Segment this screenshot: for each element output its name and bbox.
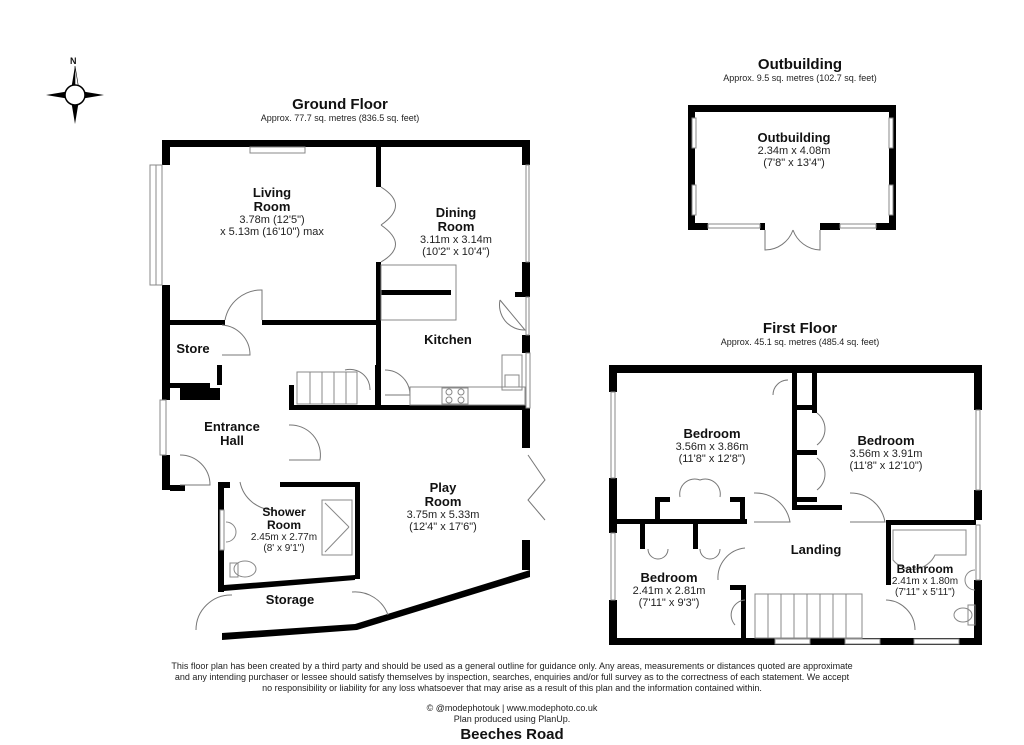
room-bathroom: Bathroom 2.41m x 1.80m (7'11" x 5'11") [891,562,959,599]
outbuilding-doors [764,229,821,251]
ground-floor-windows [149,146,531,551]
first-floor-stairs [754,593,863,639]
first-floor-doors [647,379,916,631]
room-outbuilding: Outbuilding 2.34m x 4.08m (7'8" x 13'4") [757,130,831,170]
room-landing: Landing [790,542,842,557]
outbuilding-header: Outbuilding Approx. 9.5 sq. metres (102.… [680,56,920,84]
compass-north-label: N [70,56,77,66]
room-storage: Storage [265,592,315,607]
room-shower-room: Shower Room 2.45m x 2.77m (8' x 9'1") [250,505,318,555]
credit-block: © @modephotouk | www.modephoto.co.uk Pla… [380,703,644,725]
property-address: Beeches Road [460,726,564,743]
room-bedroom-3: Bedroom 2.41m x 2.81m (7'11" x 9'3") [632,570,706,610]
room-bedroom-2: Bedroom 3.56m x 3.91m (11'8" x 12'10") [849,433,923,473]
room-living-room: Living Room 3.78m (12'5") x 5.13m (16'10… [220,185,324,239]
first-floor-title: First Floor [762,320,838,337]
north-compass-icon [46,65,104,124]
outbuilding-title: Outbuilding [757,56,843,73]
disclaimer-text: This floor plan has been created by a th… [171,661,853,693]
credit-line-2: Plan produced using PlanUp. [453,714,571,724]
outbuilding-area: Approx. 9.5 sq. metres (102.7 sq. feet) [723,73,877,83]
room-kitchen: Kitchen [424,332,472,347]
first-floor-windows [610,391,981,645]
room-dining-room: Dining Room 3.11m x 3.14m (10'2" x 10'4"… [420,205,492,259]
ground-floor-title: Ground Floor [292,96,388,113]
first-floor-header: First Floor Approx. 45.1 sq. metres (485… [690,320,910,348]
room-store: Store [176,341,210,356]
ground-floor-stairs [296,371,358,405]
outbuilding-walls [688,105,896,230]
kitchen-fixtures [380,264,526,406]
first-floor-area: Approx. 45.1 sq. metres (485.4 sq. feet) [720,337,880,347]
room-play-room: Play Room 3.75m x 5.33m (12'4" x 17'6") [406,480,480,534]
room-bedroom-1: Bedroom 3.56m x 3.86m (11'8" x 12'8") [675,426,749,466]
room-entrance-hall: Entrance Hall [204,419,260,448]
ground-floor-angled-wall-bottom [222,570,530,640]
outbuilding-windows [691,117,894,229]
ground-floor-angled-wall [224,575,355,591]
bathroom-fixtures [892,529,976,626]
credit-line-1: © @modephotouk | www.modephoto.co.uk [426,703,598,713]
ground-floor-area: Approx. 77.7 sq. metres (836.5 sq. feet) [260,113,420,123]
shower-room-fixtures [225,499,353,578]
ground-floor-header: Ground Floor Approx. 77.7 sq. metres (83… [230,96,450,124]
